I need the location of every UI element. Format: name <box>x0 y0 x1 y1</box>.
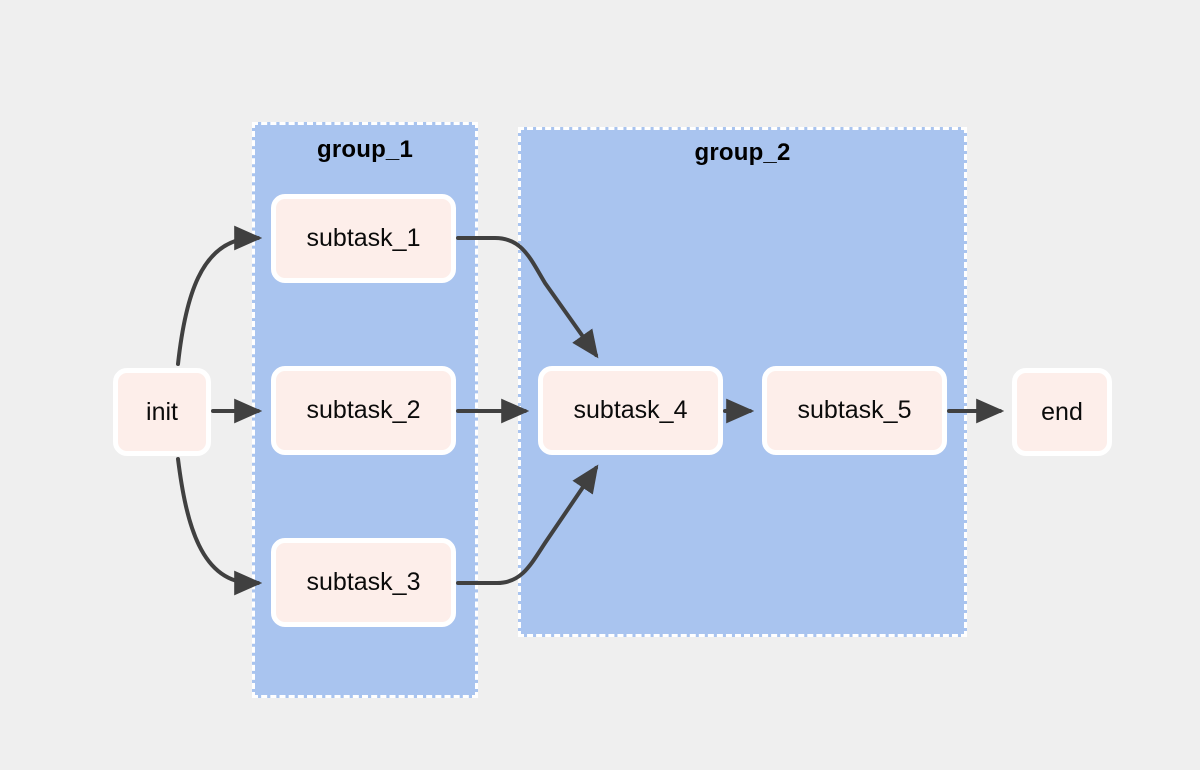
node-label-subtask_3: subtask_3 <box>306 568 421 596</box>
node-end[interactable]: end <box>1012 368 1112 456</box>
edge-init-to-subtask_1 <box>176 225 263 366</box>
edge-init-to-subtask_3 <box>176 457 263 596</box>
node-label-subtask_1: subtask_1 <box>306 224 421 252</box>
node-subtask_4[interactable]: subtask_4 <box>538 366 723 455</box>
node-label-subtask_5: subtask_5 <box>797 396 912 424</box>
node-subtask_2[interactable]: subtask_2 <box>271 366 456 455</box>
node-init[interactable]: init <box>113 368 211 456</box>
node-subtask_5[interactable]: subtask_5 <box>762 366 947 455</box>
node-label-subtask_2: subtask_2 <box>306 396 421 424</box>
node-subtask_1[interactable]: subtask_1 <box>271 194 456 283</box>
node-label-end: end <box>1041 397 1083 426</box>
node-label-subtask_4: subtask_4 <box>573 396 688 424</box>
node-label-init: init <box>146 397 178 426</box>
node-subtask_3[interactable]: subtask_3 <box>271 538 456 627</box>
group-title-group_2: group_2 <box>694 139 791 166</box>
group-title-group_1: group_1 <box>316 136 414 163</box>
